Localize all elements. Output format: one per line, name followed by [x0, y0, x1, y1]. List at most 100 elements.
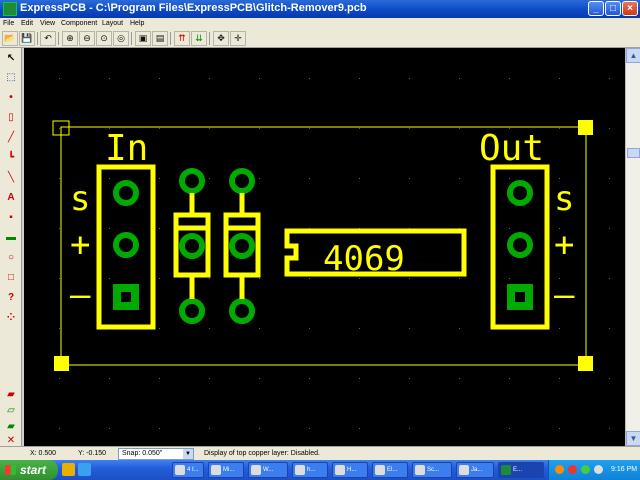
connector-out-outline[interactable] [490, 164, 550, 330]
tray-icon[interactable] [568, 465, 577, 474]
smd-pad-tool-icon[interactable]: ▬ [6, 232, 16, 243]
status-bar: X: 0.500 Y: -0.150 Snap: 0.050" ▼ Displa… [0, 446, 640, 460]
taskbar-item[interactable]: h... [292, 462, 328, 478]
diode2-pad-top[interactable] [229, 168, 255, 194]
diode2-pad-bottom[interactable] [229, 298, 255, 324]
outline-handle-bottom-right[interactable] [578, 356, 593, 371]
label-out[interactable]: Out [479, 128, 544, 169]
pointer-tool-icon[interactable]: ↖ [6, 53, 16, 64]
netlist-tool-icon[interactable]: ⁘ [6, 312, 16, 323]
layer-icon[interactable]: ▣ [135, 31, 151, 46]
connector-in-outline[interactable] [96, 164, 156, 330]
pad-shape-tool-icon[interactable]: ▪ [9, 212, 13, 223]
undo-icon[interactable]: ↶ [40, 31, 56, 46]
chevron-down-icon[interactable]: ▼ [183, 449, 193, 459]
status-y-coordinate: Y: -0.150 [78, 450, 107, 457]
select-rect-tool-icon[interactable]: ⬚ [6, 72, 16, 83]
scroll-down-icon[interactable]: ▼ [626, 431, 640, 446]
tray-icon[interactable] [594, 465, 603, 474]
board-outline[interactable] [60, 126, 587, 366]
text-tool-icon[interactable]: A [7, 192, 15, 203]
move-icon[interactable]: ✥ [213, 31, 229, 46]
pad-out-minus-hole [515, 292, 525, 302]
label-minus-right[interactable]: – [554, 275, 575, 315]
taskbar-item[interactable]: Ja... [456, 462, 494, 478]
taskbar-item-expresspcb[interactable]: E... [498, 462, 544, 478]
menu-help[interactable]: Help [130, 20, 145, 27]
app-icon [335, 465, 345, 475]
label-s-right[interactable]: s [554, 179, 574, 219]
label-minus-left[interactable]: – [70, 275, 91, 315]
quicklaunch-folder-icon[interactable] [62, 463, 75, 476]
tray-clock: 9:16 PM [611, 466, 638, 473]
pad-out-s[interactable] [507, 180, 533, 206]
taskbar-item[interactable]: Sc... [412, 462, 452, 478]
zoom-fit-icon[interactable]: ⊙ [96, 31, 112, 46]
pad-out-plus[interactable] [507, 232, 533, 258]
taskbar-item[interactable]: 4 I... [172, 462, 204, 478]
toolbar-separator [37, 32, 38, 45]
open-icon[interactable]: 📂 [2, 31, 18, 46]
pad-in-plus[interactable] [113, 232, 139, 258]
window-title: ExpressPCB - C:\Program Files\ExpressPCB… [20, 2, 367, 14]
diode1-pad-bottom[interactable] [179, 298, 205, 324]
help-tool-icon[interactable]: ? [7, 292, 15, 303]
quicklaunch-browser-icon[interactable] [78, 463, 91, 476]
angled-trace-tool-icon[interactable]: ╲ [7, 172, 15, 183]
component-tool-icon[interactable]: ▯ [8, 112, 14, 123]
pcb-canvas[interactable]: In Out s + – s + – [24, 48, 625, 446]
pad-in-s[interactable] [113, 180, 139, 206]
layer-both-icon[interactable]: ▰ [7, 421, 15, 432]
label-s-left[interactable]: s [70, 179, 90, 219]
label-plus-left[interactable]: + [70, 225, 90, 265]
vertical-scrollbar[interactable]: ▲ ▼ [625, 48, 640, 446]
flip-up-icon[interactable]: ⇈ [174, 31, 190, 46]
ic-4069-outline[interactable] [284, 228, 467, 277]
minimize-button[interactable]: _ [588, 1, 604, 16]
toolbar-separator [58, 32, 59, 45]
diode1-body[interactable] [173, 212, 211, 278]
title-bar: ExpressPCB - C:\Program Files\ExpressPCB… [0, 0, 640, 18]
flip-down-icon[interactable]: ⇊ [191, 31, 207, 46]
layer-bottom-icon[interactable]: ▱ [7, 405, 15, 416]
system-tray: 9:16 PM [548, 460, 640, 480]
save-icon[interactable]: 💾 [19, 31, 35, 46]
tray-icon[interactable] [581, 465, 590, 474]
scroll-up-icon[interactable]: ▲ [626, 48, 640, 63]
label-in[interactable]: In [105, 128, 148, 169]
toolbar: 📂 💾 ↶ ⊕ ⊖ ⊙ ◎ ▣ ▤ ⇈ ⇊ ✥ ✛ [0, 30, 640, 48]
taskbar-item[interactable]: W... [248, 462, 288, 478]
trace-corner-tool-icon[interactable]: ┗ [7, 152, 15, 163]
menu-view[interactable]: View [40, 20, 56, 27]
rect-tool-icon[interactable]: □ [7, 272, 15, 283]
taskbar-item[interactable]: H... [332, 462, 368, 478]
outline-handle-top-left[interactable] [52, 120, 70, 136]
zoom-out-icon[interactable]: ⊖ [79, 31, 95, 46]
label-plus-right[interactable]: + [554, 225, 574, 265]
diode2-body[interactable] [223, 212, 261, 278]
start-button[interactable]: start [0, 460, 58, 480]
taskbar-item[interactable]: El... [372, 462, 408, 478]
move-alt-icon[interactable]: ✛ [230, 31, 246, 46]
circle-tool-icon[interactable]: ○ [7, 252, 15, 263]
diode1-pad-top[interactable] [179, 168, 205, 194]
menu-layout[interactable]: Layout [102, 20, 124, 27]
maximize-button[interactable]: □ [605, 1, 621, 16]
menu-edit[interactable]: Edit [21, 20, 34, 27]
taskbar-item[interactable]: Mi... [208, 462, 244, 478]
menu-component[interactable]: Component [61, 20, 98, 27]
close-button[interactable]: × [622, 1, 638, 16]
zoom-reset-icon[interactable]: ◎ [113, 31, 129, 46]
outline-handle-bottom-left[interactable] [54, 356, 69, 371]
tray-icon[interactable] [555, 465, 564, 474]
vertical-scroll-thumb[interactable] [627, 148, 640, 158]
layer-swap-icon[interactable]: ▤ [152, 31, 168, 46]
zoom-in-icon[interactable]: ⊕ [62, 31, 78, 46]
outline-handle-top-right[interactable] [578, 120, 593, 135]
snap-select[interactable]: Snap: 0.050" ▼ [118, 448, 194, 460]
menu-file[interactable]: File [3, 20, 15, 27]
layer-silk-icon[interactable]: ✕ [6, 435, 16, 446]
pad-tool-icon[interactable]: • [9, 92, 13, 103]
trace-tool-icon[interactable]: ╱ [7, 132, 15, 143]
layer-top-icon[interactable]: ▰ [7, 389, 15, 400]
